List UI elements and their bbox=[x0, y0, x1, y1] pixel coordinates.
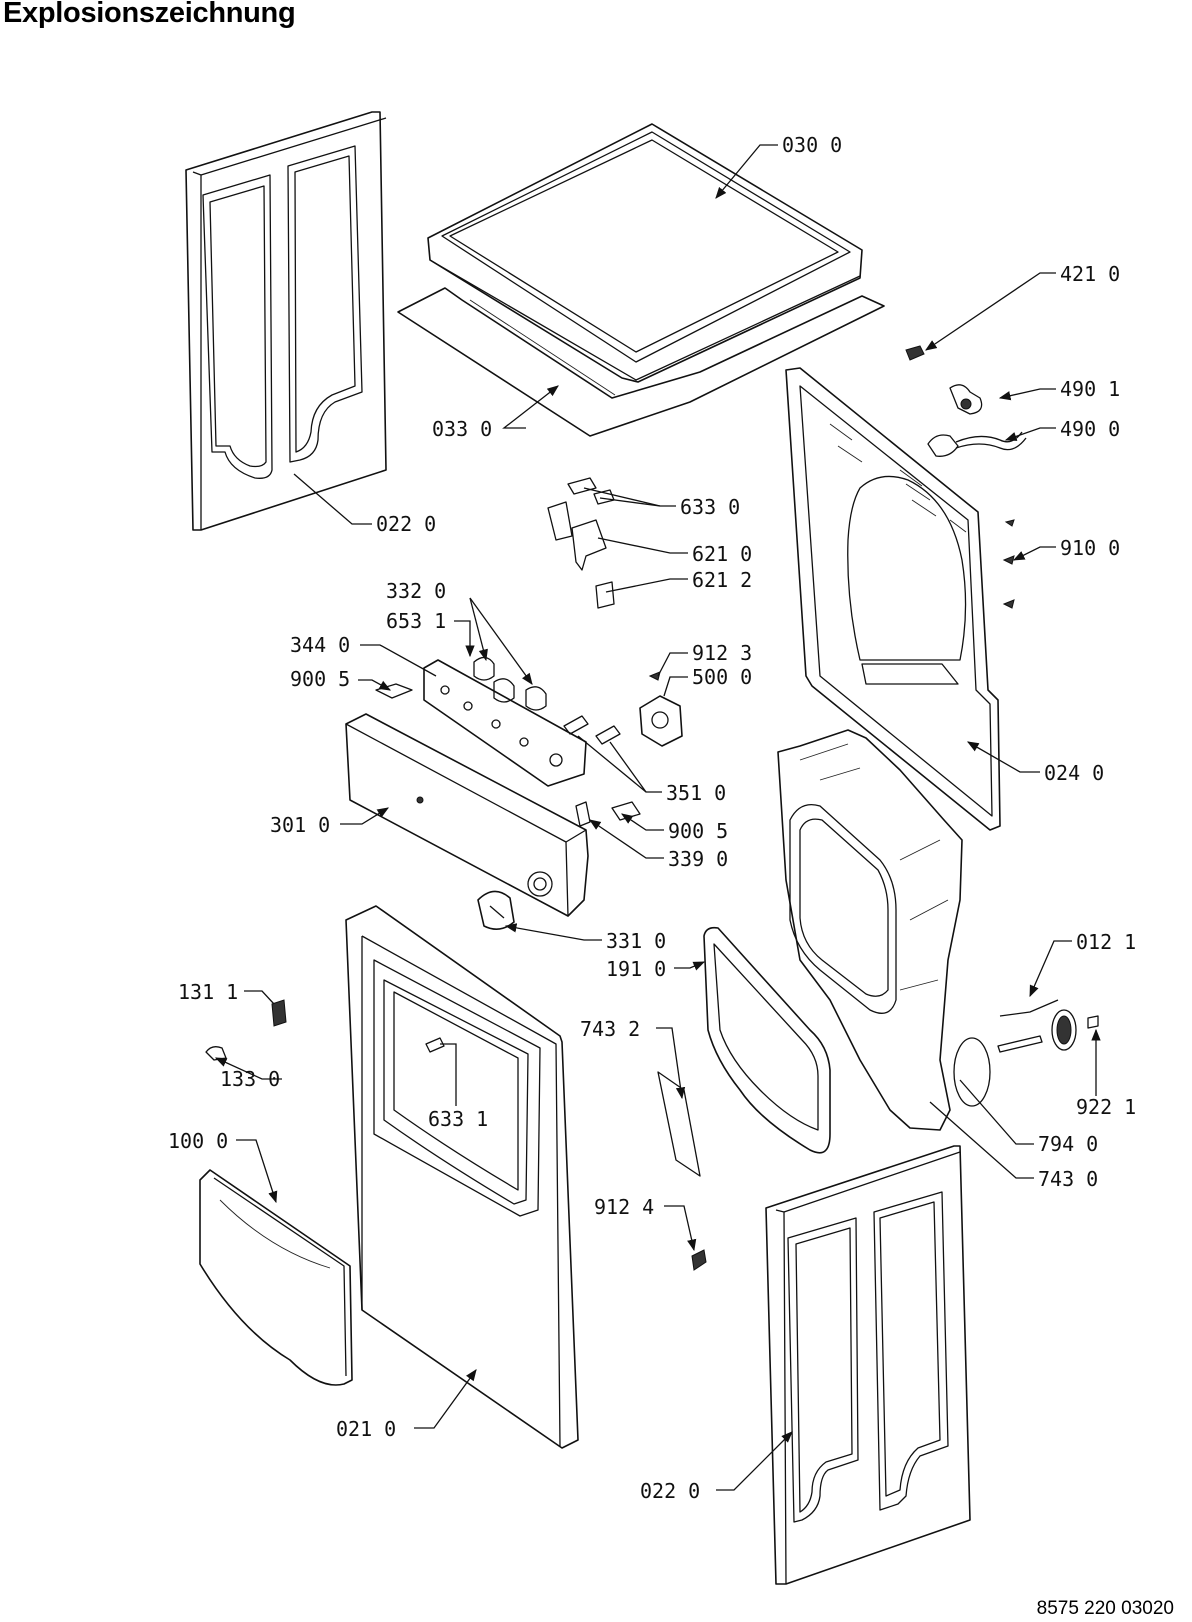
label-633-0: 633 0 bbox=[680, 495, 740, 519]
door-knob-331 bbox=[477, 890, 515, 930]
label-621-0: 621 0 bbox=[692, 542, 752, 566]
label-301-0: 301 0 bbox=[270, 813, 330, 837]
label-912-4: 912 4 bbox=[594, 1195, 654, 1219]
label-490-1: 490 1 bbox=[1060, 377, 1120, 401]
label-794-0: 794 0 bbox=[1038, 1132, 1098, 1156]
label-339-0: 339 0 bbox=[668, 847, 728, 871]
control-frame bbox=[423, 659, 587, 787]
label-100-0: 100 0 bbox=[168, 1129, 228, 1153]
power-cord-490-0 bbox=[927, 431, 1027, 457]
clips-900-5b bbox=[575, 801, 641, 827]
label-621-2: 621 2 bbox=[692, 568, 752, 592]
front-panel bbox=[345, 905, 579, 1449]
screws-910 bbox=[1002, 519, 1015, 609]
label-653-1: 653 1 bbox=[386, 609, 446, 633]
timer-500 bbox=[639, 695, 683, 747]
lock-131 bbox=[271, 999, 287, 1027]
label-024-0: 024 0 bbox=[1044, 761, 1104, 785]
label-421-0: 421 0 bbox=[1060, 262, 1120, 286]
clips-900-5a bbox=[375, 683, 413, 699]
label-191-0: 191 0 bbox=[606, 957, 666, 981]
drum-housing bbox=[777, 729, 963, 1131]
label-910-0: 910 0 bbox=[1060, 536, 1120, 560]
back-panel bbox=[785, 367, 1001, 831]
control-fascia bbox=[345, 713, 589, 917]
label-922-1: 922 1 bbox=[1076, 1095, 1136, 1119]
label-332-0: 332 0 bbox=[386, 579, 446, 603]
label-900-5-left: 900 5 bbox=[290, 667, 350, 691]
label-500-0: 500 0 bbox=[692, 665, 752, 689]
belt-794 bbox=[953, 1037, 991, 1107]
label-912-3: 912 3 bbox=[692, 641, 752, 665]
side-panel-right bbox=[765, 1145, 971, 1585]
label-743-0: 743 0 bbox=[1038, 1167, 1098, 1191]
label-633-1: 633 1 bbox=[428, 1107, 488, 1131]
door-seal bbox=[703, 926, 831, 1154]
label-131-1: 131 1 bbox=[178, 980, 238, 1004]
filter-743-2 bbox=[657, 1071, 701, 1177]
switch-633-1 bbox=[425, 1037, 445, 1053]
label-490-0: 490 0 bbox=[1060, 417, 1120, 441]
label-030-0: 030 0 bbox=[782, 133, 842, 157]
switch-parts-621 bbox=[547, 477, 615, 609]
top-cover bbox=[427, 123, 863, 383]
lamps-351 bbox=[563, 715, 621, 745]
leader-lines bbox=[214, 144, 1101, 1491]
label-133-0: 133 0 bbox=[220, 1067, 280, 1091]
label-351-0: 351 0 bbox=[666, 781, 726, 805]
document-number: 8575 220 03020 bbox=[1036, 1598, 1174, 1619]
part-labels: 030 0 421 0 490 1 033 0 490 0 633 0 022 … bbox=[168, 133, 1136, 1503]
diagram-title: Explosionszeichnung bbox=[3, 0, 296, 29]
label-033-0: 033 0 bbox=[432, 417, 492, 441]
connector-421 bbox=[905, 345, 925, 361]
door-cover-100 bbox=[199, 1169, 353, 1386]
cable-clamp-490-1 bbox=[949, 384, 983, 415]
top-plate bbox=[397, 287, 885, 437]
label-900-5-right: 900 5 bbox=[668, 819, 728, 843]
label-743-2: 743 2 bbox=[580, 1017, 640, 1041]
spring-133 bbox=[205, 1046, 227, 1061]
label-344-0: 344 0 bbox=[290, 633, 350, 657]
label-012-1: 012 1 bbox=[1076, 930, 1136, 954]
label-021-0: 021 0 bbox=[336, 1417, 396, 1441]
screw-912-3 bbox=[648, 671, 661, 681]
label-331-0: 331 0 bbox=[606, 929, 666, 953]
label-022-0-top: 022 0 bbox=[376, 512, 436, 536]
screw-912-4 bbox=[691, 1249, 707, 1271]
axle-012 bbox=[997, 1009, 1099, 1053]
label-022-0-bottom: 022 0 bbox=[640, 1479, 700, 1503]
side-panel-left bbox=[185, 111, 387, 531]
